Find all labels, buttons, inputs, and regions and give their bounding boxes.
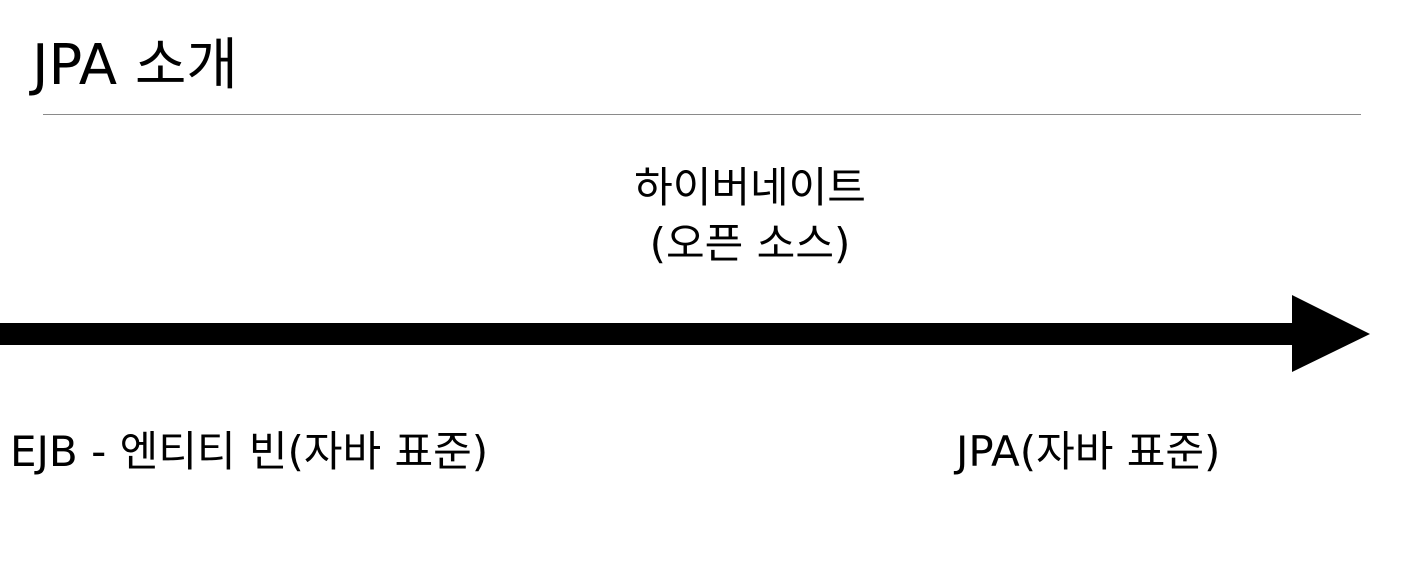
jpa-label: JPA(자바 표준) <box>956 427 1221 476</box>
timeline-arrow <box>0 295 1370 372</box>
slide-title: JPA 소개 <box>32 33 238 98</box>
title-divider <box>43 114 1361 115</box>
timeline-arrow-head <box>1292 295 1370 372</box>
timeline-arrow-shaft <box>0 323 1300 345</box>
hibernate-label: 하이버네이트 (오픈 소스) <box>600 160 900 272</box>
hibernate-label-line2: (오픈 소스) <box>649 219 851 268</box>
ejb-label: EJB - 엔티티 빈(자바 표준) <box>10 427 489 476</box>
hibernate-label-line1: 하이버네이트 <box>634 163 866 212</box>
